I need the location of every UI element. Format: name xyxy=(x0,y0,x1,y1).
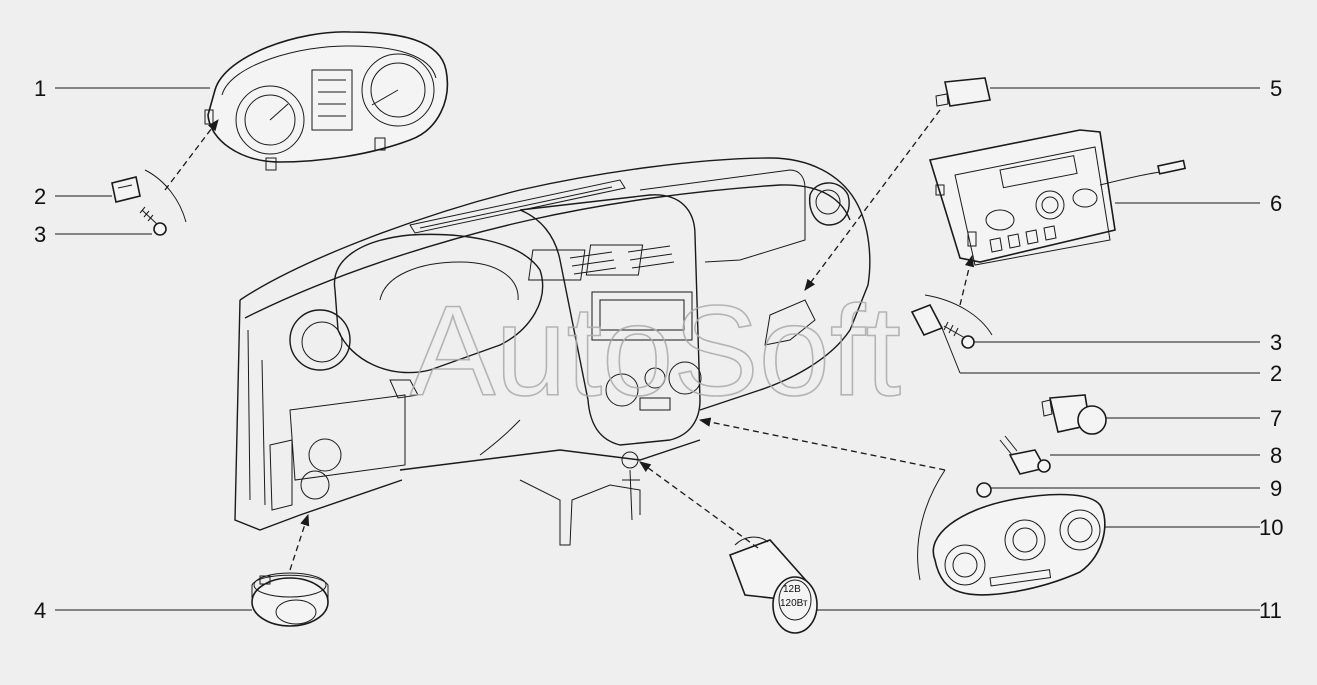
callout-3-right: 3 xyxy=(1270,330,1282,355)
leader-lines xyxy=(55,87,1260,611)
callout-numbers: 1 2 3 4 5 6 3 2 7 8 9 10 11 xyxy=(34,76,1283,623)
watermark-text: AutoSoft xyxy=(410,280,901,423)
instrument-cluster xyxy=(204,31,449,171)
rear-window-heater-button xyxy=(251,572,329,627)
self-tapping-screw-left xyxy=(139,206,167,236)
hazard-switch-part5 xyxy=(935,77,991,107)
callout-3-left: 3 xyxy=(34,222,46,247)
callout-2-left: 2 xyxy=(34,184,46,209)
cigarette-lighter: 12В 120Вт xyxy=(728,536,818,634)
callout-11: 11 xyxy=(1259,598,1282,623)
callout-1: 1 xyxy=(34,76,46,101)
lighter-voltage-label: 12В xyxy=(783,584,801,595)
switch-part7 xyxy=(1041,394,1107,435)
callout-4: 4 xyxy=(34,598,46,623)
callout-8: 8 xyxy=(1270,443,1282,468)
heater-control-panel xyxy=(932,493,1106,596)
self-tapping-screw-right xyxy=(943,321,975,349)
mounting-arc-left xyxy=(144,169,187,223)
arrow-cluster xyxy=(164,119,219,191)
callout-9: 9 xyxy=(1270,476,1282,501)
lighter-power-label: 120Вт xyxy=(780,598,808,609)
arrow-lighter xyxy=(639,461,759,549)
callout-2-right: 2 xyxy=(1270,361,1282,386)
callout-10: 10 xyxy=(1259,515,1283,540)
arrow-button xyxy=(289,513,310,571)
dashboard-panel xyxy=(234,157,871,546)
callout-6: 6 xyxy=(1270,191,1282,216)
callout-7: 7 xyxy=(1270,406,1282,431)
radio-unit xyxy=(928,129,1187,266)
lamp-socket-part8 xyxy=(999,435,1051,475)
mounting-arc-right xyxy=(924,294,993,336)
arrow-part5 xyxy=(804,109,941,291)
retaining-clip-left xyxy=(111,176,141,203)
arrow-heater xyxy=(698,417,946,471)
arrow-radio xyxy=(959,254,975,306)
retaining-clip-right xyxy=(910,303,944,337)
screw-part9 xyxy=(976,482,992,498)
mounting-arc-heater xyxy=(917,469,946,581)
callout-5: 5 xyxy=(1270,76,1282,101)
